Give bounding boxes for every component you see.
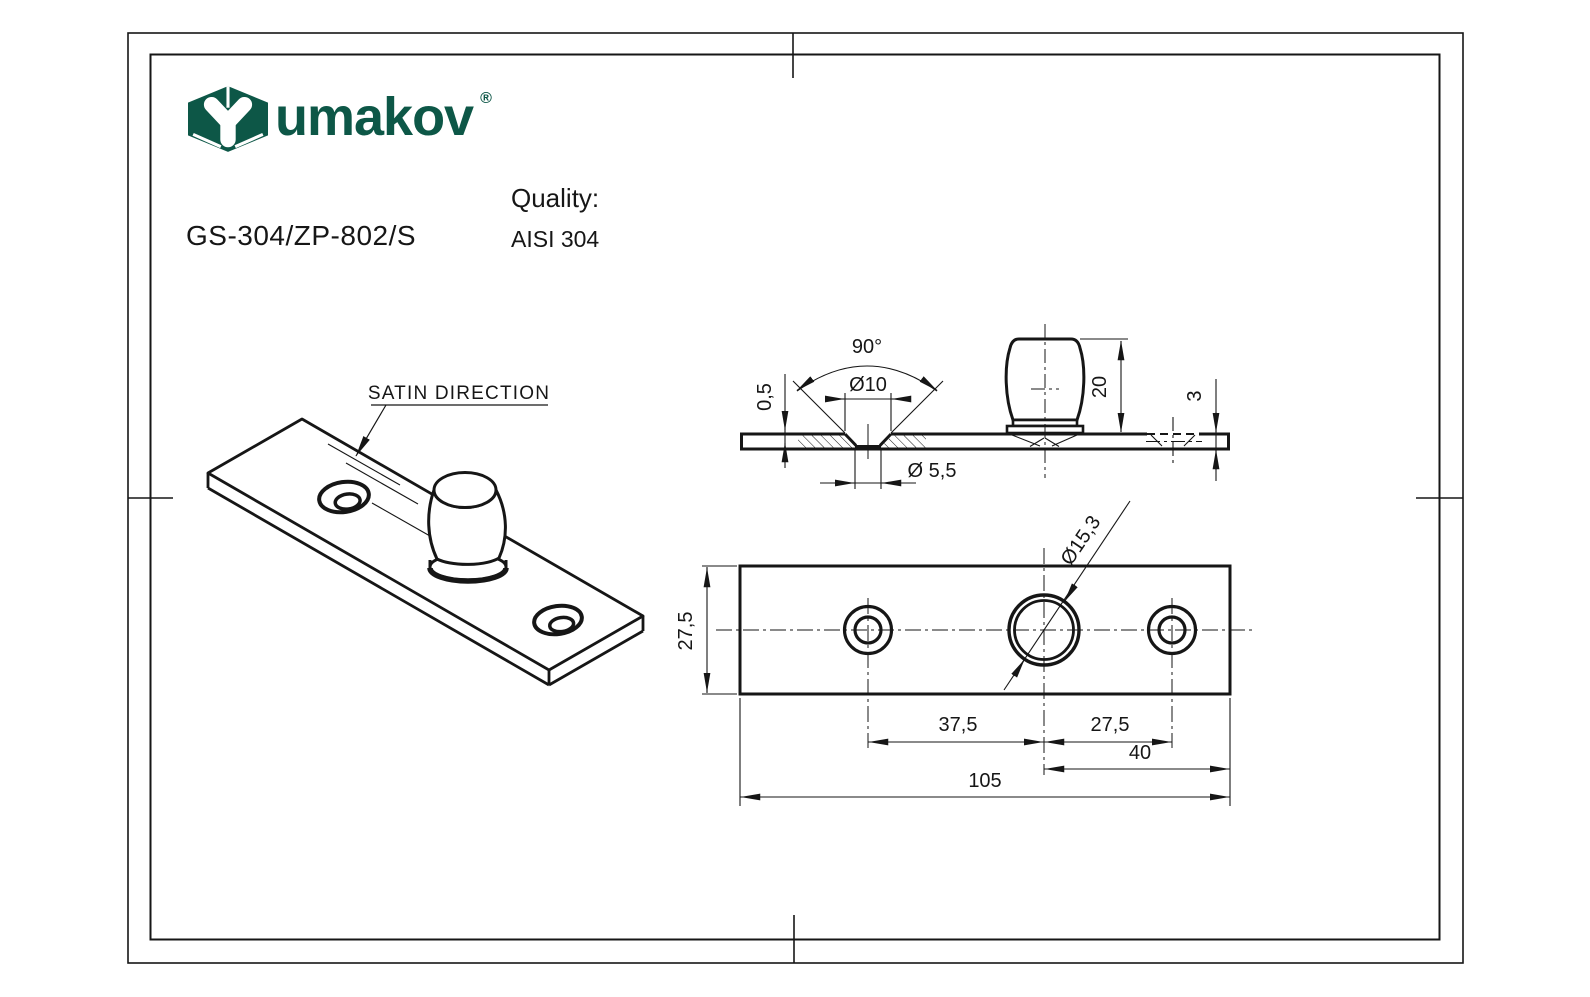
screw-hole-diameter-dim xyxy=(820,449,916,489)
plan-hole-right xyxy=(1146,604,1198,656)
section-hatch-right xyxy=(880,435,926,448)
dim-countersink-lip-depth: 0,5 xyxy=(754,383,776,411)
dim-left-hole-spacing: 37,5 xyxy=(939,714,978,736)
pin-height-dim xyxy=(1080,338,1128,433)
plan-centerlines xyxy=(716,548,1254,775)
plan-hole-center xyxy=(1007,593,1081,667)
dim-right-hole-spacing: 27,5 xyxy=(1091,714,1130,736)
dim-countersink-diameter: Ø10 xyxy=(849,374,887,396)
iso-hole-left xyxy=(317,479,371,515)
dim-countersink-angle: 90° xyxy=(852,336,882,358)
iso-hole-right xyxy=(532,603,584,637)
iso-view: SATIN DIRECTION xyxy=(206,383,645,687)
quality-label: Quality: xyxy=(511,183,600,213)
front-right-hole-hidden xyxy=(1146,417,1202,463)
iso-pin-barrel xyxy=(427,471,507,566)
part-number: GS-304/ZP-802/S xyxy=(186,220,417,251)
countersink-angle-dim xyxy=(792,365,944,434)
plate-length-dim xyxy=(739,698,1230,806)
satin-direction-label: SATIN DIRECTION xyxy=(368,383,550,404)
front-pin-centerlines xyxy=(1031,324,1059,478)
front-center-hole-hidden xyxy=(1011,434,1078,447)
brand-name: umakov xyxy=(275,87,474,147)
dim-pin-height: 20 xyxy=(1089,376,1111,398)
front-plate-outline xyxy=(740,432,1230,451)
center-hole-diameter-dim xyxy=(1003,500,1131,691)
section-hatch-left xyxy=(798,435,856,448)
iso-plate-top-face xyxy=(206,417,645,672)
plan-hole-left xyxy=(842,604,894,656)
dim-center-hole-diameter: Ø15,3 xyxy=(1057,512,1106,569)
dim-plate-thickness: 3 xyxy=(1184,390,1206,401)
front-view: 90° Ø10 0,5 Ø 5,5 xyxy=(740,324,1230,489)
dim-plate-length: 105 xyxy=(968,770,1001,792)
registered-mark: ® xyxy=(480,90,492,107)
inner-border xyxy=(149,53,1441,941)
dim-plate-width: 27,5 xyxy=(675,612,697,651)
satin-direction-lines xyxy=(327,443,431,537)
umakov-logo-icon xyxy=(188,86,268,152)
dim-center-to-edge: 40 xyxy=(1129,742,1151,764)
dim-screw-hole-diameter: Ø 5,5 xyxy=(908,460,957,482)
satin-leader-arrow xyxy=(355,404,387,457)
center-to-edge-dim xyxy=(1044,698,1231,806)
drawing-frame xyxy=(127,32,1464,964)
quality-value: AISI 304 xyxy=(511,226,600,252)
brand-logo: umakov ® xyxy=(188,86,492,152)
plate-width-dim xyxy=(702,565,737,695)
iso-plate-thickness-edges xyxy=(206,473,645,687)
countersink-diameter-dim xyxy=(824,393,912,431)
plan-view: Ø15,3 27,5 37,5 27,5 xyxy=(675,500,1254,806)
